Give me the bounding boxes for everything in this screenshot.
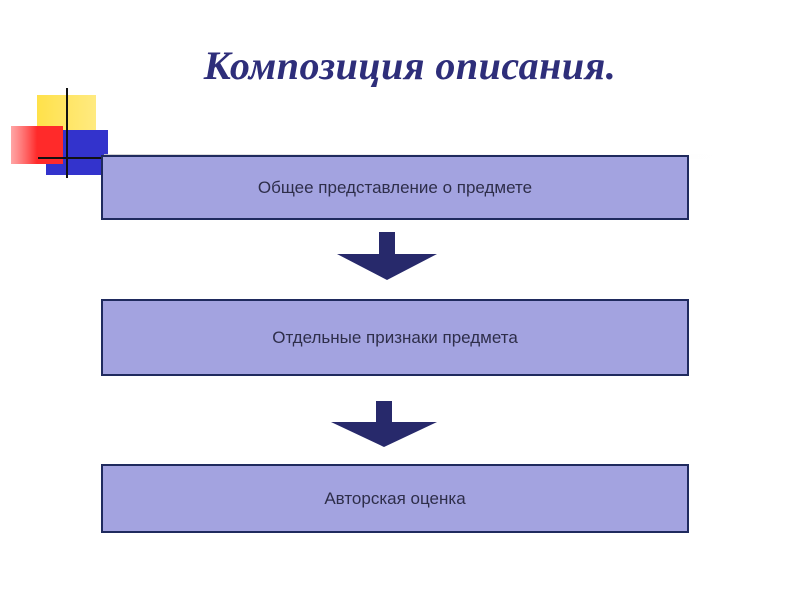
down-arrow-icon bbox=[331, 401, 437, 447]
step-box-3: Авторская оценка bbox=[101, 464, 689, 533]
step-label-1: Общее представление о предмете bbox=[257, 177, 533, 197]
slide-title: Композиция описания. bbox=[203, 43, 617, 88]
step-label-2: Отдельные признаки предмета bbox=[272, 327, 518, 347]
step-box-1: Общее представление о предмете bbox=[101, 155, 689, 220]
step-label-3: Авторская оценка bbox=[324, 488, 466, 508]
step-box-2: Отдельные признаки предмета bbox=[101, 299, 689, 376]
down-arrow-icon bbox=[337, 232, 437, 280]
